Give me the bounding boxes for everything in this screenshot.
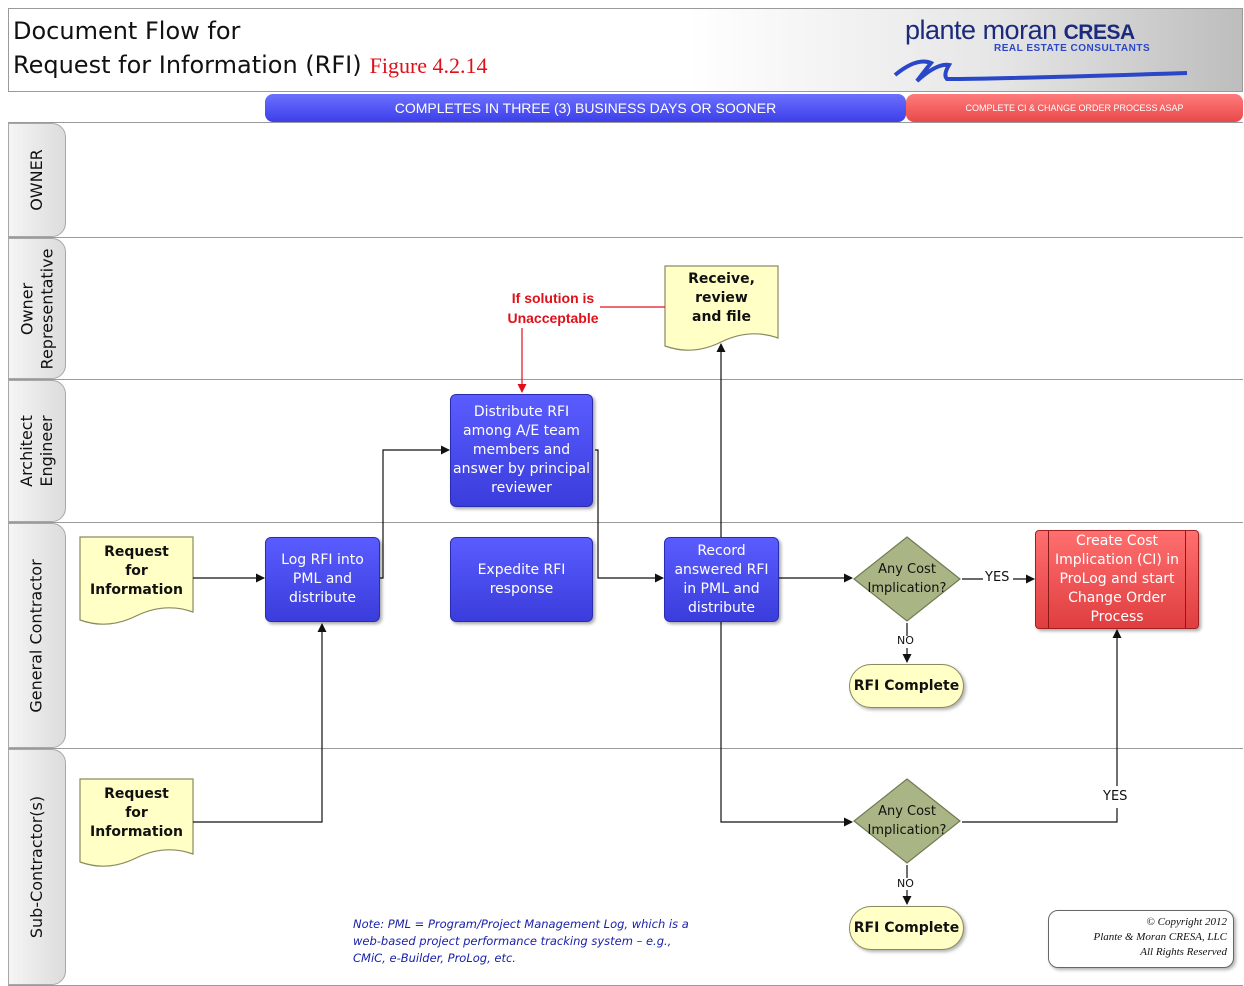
- cost-implication-gc-label: Any Cost Implication?: [867, 562, 947, 596]
- receive-review-file: Receive, review and file: [688, 270, 755, 325]
- lane-label-architect: Architect Engineer: [8, 380, 66, 522]
- page-title-line-2: Request for Information (RFI) Figure 4.2.…: [13, 51, 488, 79]
- lane-label-owner: OWNER: [8, 123, 66, 237]
- rfi-complete-sub: RFI Complete: [849, 906, 964, 950]
- no-label-gc: NO: [897, 634, 914, 647]
- phase-band-change-order: COMPLETE CI & CHANGE ORDER PROCESS ASAP: [906, 94, 1243, 122]
- page-title: Request for Information (RFI): [13, 51, 362, 79]
- logo-name-bold: CRESA: [1063, 21, 1136, 44]
- pml-note: Note: PML = Program/Project Management L…: [353, 917, 689, 965]
- lane-gc: General Contractor: [8, 522, 1243, 748]
- expedite-rfi-node: Expedite RFI response: [450, 537, 593, 622]
- copyright-box: © Copyright 2012 Plante & Moran CRESA, L…: [1048, 910, 1234, 968]
- cost-gc-diamond: [853, 536, 961, 622]
- header: Document Flow for Request for Informatio…: [8, 8, 1243, 92]
- request-sub-shape: [79, 778, 194, 867]
- phase-band-three-days: COMPLETES IN THREE (3) BUSINESS DAYS OR …: [265, 94, 906, 122]
- lane-architect: Architect Engineer: [8, 379, 1243, 522]
- unacceptable-label: If solution is Unacceptable: [507, 290, 599, 326]
- logo-swoosh-icon: [893, 59, 1188, 83]
- request-gc-shape: [79, 536, 194, 625]
- lane-owner: OWNER: [8, 122, 1243, 237]
- lane-label-owner-rep: Owner Representative: [8, 238, 66, 379]
- cost-implication-sub-label: Any Cost Implication?: [867, 804, 947, 838]
- log-rfi-node: Log RFI into PML and distribute: [265, 537, 380, 622]
- receive-shape: [664, 265, 779, 351]
- cost-sub-diamond: [853, 778, 961, 864]
- logo: plante moran CRESA: [905, 15, 1135, 46]
- create-cost-implication-node: Create Cost Implication (CI) in ProLog a…: [1035, 530, 1199, 629]
- record-rfi-node: Record answered RFI in PML and distribut…: [664, 537, 779, 622]
- yes-label-sub: YES: [1103, 789, 1128, 804]
- lane-label-gc: General Contractor: [8, 523, 66, 748]
- yes-label-gc: YES: [985, 570, 1010, 585]
- rfi-complete-gc: RFI Complete: [849, 664, 964, 708]
- logo-tagline: REAL ESTATE CONSULTANTS: [994, 43, 1151, 54]
- lane-owner-rep: Owner Representative: [8, 237, 1243, 379]
- page-title-line-1: Document Flow for: [13, 17, 241, 45]
- request-for-information-gc: Request for Information: [90, 543, 183, 598]
- no-label-sub: NO: [897, 877, 914, 890]
- distribute-rfi-node: Distribute RFI among A/E team members an…: [450, 394, 593, 507]
- figure-number: Figure 4.2.14: [369, 53, 488, 78]
- request-for-information-sub: Request for Information: [90, 785, 183, 840]
- logo-name: plante moran: [905, 15, 1057, 45]
- lane-label-sub: Sub-Contractor(s): [8, 749, 66, 985]
